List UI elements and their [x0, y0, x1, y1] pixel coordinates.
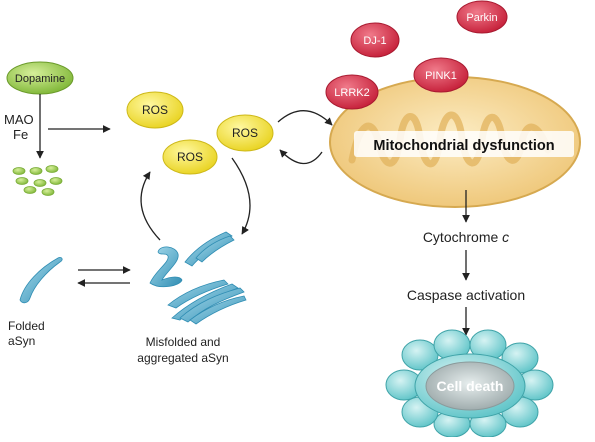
arrow-asyn-to-ros — [140, 171, 161, 241]
cytochrome-label: Cytochrome c — [423, 229, 509, 245]
ros-label-2: ROS — [177, 150, 203, 164]
arrow-ros-to-mito — [277, 110, 333, 126]
arrow-ros-to-asyn — [231, 157, 251, 235]
folded-asyn-label-2: aSyn — [8, 334, 35, 348]
lrrk2-node: LRRK2 — [325, 74, 379, 110]
ros-node-1: ROS — [126, 91, 184, 129]
pink1-label: PINK1 — [425, 70, 457, 82]
arrow-mito-to-ros — [279, 149, 323, 165]
mito-cristae — [348, 111, 552, 168]
mito-label-box — [354, 131, 574, 157]
dopamine-label: Dopamine — [15, 73, 65, 85]
aggregated-asyn-shape — [167, 231, 247, 325]
parkin-node: Parkin — [456, 0, 508, 34]
ros-label-3: ROS — [232, 126, 258, 140]
folded-asyn-shape — [19, 257, 63, 304]
cytochrome-c-italic: c — [502, 229, 509, 245]
ros-node-3: ROS — [216, 114, 274, 152]
cell-death-node: Cell death — [385, 329, 554, 438]
misfolded-asyn-shape — [149, 246, 183, 288]
parkin-label: Parkin — [466, 12, 497, 24]
folded-asyn-label-1: Folded — [8, 319, 45, 333]
dopamine-node: Dopamine — [6, 61, 74, 95]
misfolded-asyn-label-1: Misfolded and — [146, 335, 221, 349]
ros-node-2: ROS — [162, 139, 218, 175]
metabolite-dots — [12, 165, 63, 196]
misfolded-asyn-label-2: aggregated aSyn — [137, 351, 228, 365]
lrrk2-label: LRRK2 — [334, 87, 369, 99]
mao-label: MAO — [4, 112, 34, 127]
cell-death-label: Cell death — [437, 378, 504, 394]
caspase-label: Caspase activation — [407, 287, 525, 303]
ros-label-1: ROS — [142, 103, 168, 117]
dj1-label: DJ-1 — [363, 35, 386, 47]
dj1-node: DJ-1 — [350, 22, 400, 58]
mito-dysfunction-label: Mitochondrial dysfunction — [373, 138, 554, 154]
fe-label: Fe — [13, 127, 28, 142]
pink1-node: PINK1 — [413, 57, 469, 93]
